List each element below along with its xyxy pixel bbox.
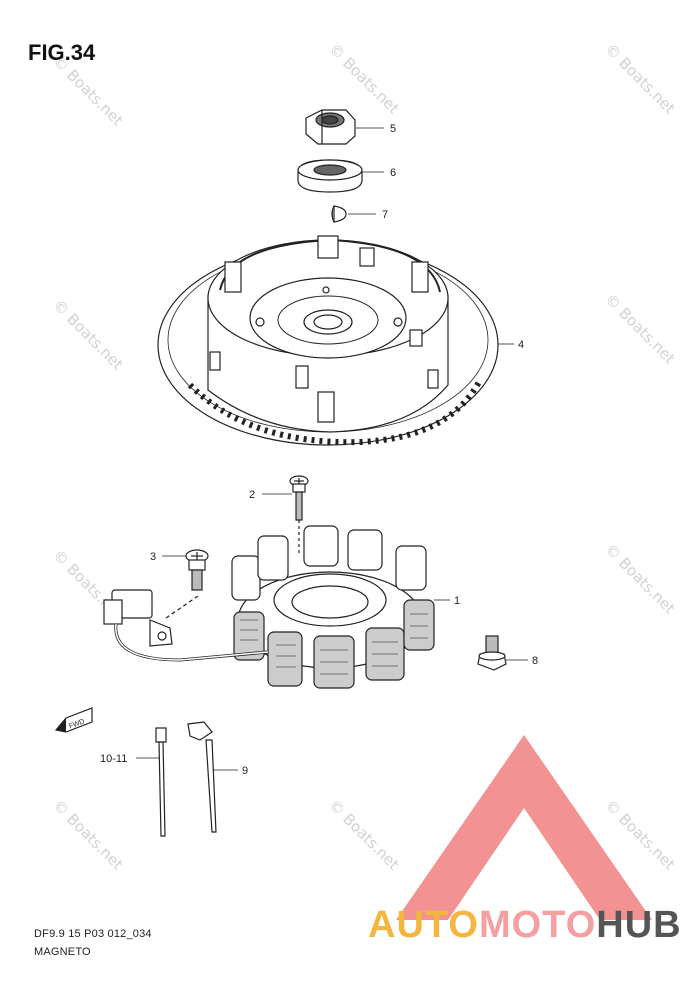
callout-4: 4	[518, 339, 524, 351]
key-part-7[interactable]	[331, 205, 347, 223]
logo-moto-text: MOTO	[478, 904, 597, 946]
bolt-part-8[interactable]	[477, 635, 507, 671]
leader-lines	[136, 127, 528, 771]
callout-6: 6	[390, 167, 396, 179]
figure-code: DF9.9 15 P03 012_034	[34, 928, 152, 940]
logo-triangle	[396, 735, 652, 920]
callout-1: 1	[454, 595, 460, 607]
screw-part-2[interactable]	[289, 475, 309, 556]
washer-part-6[interactable]	[297, 159, 363, 193]
callout-9: 9	[242, 765, 248, 777]
flywheel-part-4[interactable]	[157, 235, 499, 446]
callout-8: 8	[532, 655, 538, 667]
fwd-arrow-icon: FWD	[54, 707, 93, 733]
logo-auto-text: AUTO	[368, 904, 479, 946]
logo-hub-text: HUB	[596, 904, 682, 946]
nut-part-5[interactable]	[305, 109, 356, 145]
callout-7: 7	[382, 209, 388, 221]
cable-tie-part-10-11[interactable]	[155, 727, 167, 837]
automotohub-logo: AUTOMOTOHUB	[368, 904, 682, 947]
callout-10-11: 10-11	[100, 753, 127, 765]
screw-part-3[interactable]	[185, 549, 209, 591]
figure-name: MAGNETO	[34, 946, 91, 958]
callout-5: 5	[390, 123, 396, 135]
figure-title: FIG.34	[28, 40, 96, 65]
stator-part-1[interactable]	[103, 525, 435, 689]
callout-2: 2	[249, 489, 255, 501]
cable-tie-clip-part-9[interactable]	[187, 721, 217, 833]
callout-3: 3	[150, 551, 156, 563]
